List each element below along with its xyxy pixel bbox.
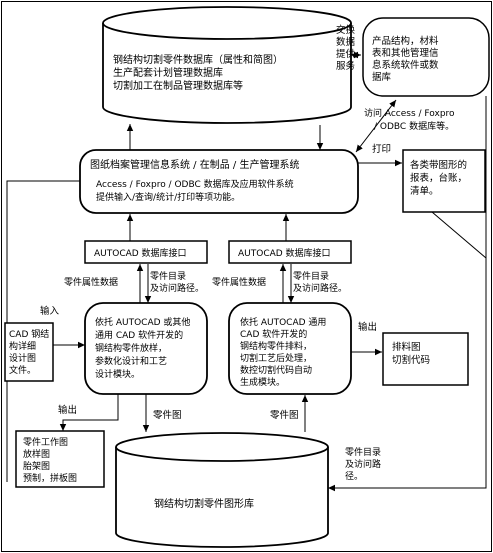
exchange-label-3: 提供 <box>336 48 356 60</box>
nesting-line-2: CAD 软件开发的 <box>240 328 307 340</box>
print-label: 打印 <box>372 143 391 155</box>
lofting-line-1: 依托 AUTOCAD 或其他 <box>95 316 190 328</box>
db-top-line-1: 钢结构切割零件数据库（属性和简图） <box>113 53 283 66</box>
left-part-dir-label-1: 零件目录 <box>150 270 186 282</box>
drawings-line-4: 预制，拼板图 <box>23 472 77 484</box>
reports-line-1: 各类带图形的 <box>410 159 467 171</box>
drawings-line-3: 胎架图 <box>23 460 50 472</box>
exchange-label-1: 交换 <box>336 24 356 36</box>
product-info-node: 产品结构，材料 表和其他管理信 息系统软件或数 据库 <box>362 17 490 97</box>
cad-input-line-1: CAD 钢结 <box>9 328 49 340</box>
input-label: 输入 <box>40 305 60 317</box>
cad-input-node: CAD 钢结 构详细 设计图 文件。 <box>4 322 54 382</box>
db-top-cylinder: 钢结构切割零件数据库（属性和简图） 生产配套计划管理数据库 切割加工在制品管理数… <box>102 6 352 124</box>
autocad-interface-right-label: AUTOCAD 数据库接口 <box>238 247 331 259</box>
cad-input-line-3: 设计图 <box>9 352 36 364</box>
right-output-label: 输出 <box>358 321 377 333</box>
central-line-2: Access / Foxpro / ODBC 数据库及应用软件系统 <box>96 178 294 190</box>
left-part-attr-label: 零件属性数据 <box>64 276 118 288</box>
exchange-label: 交换 数据 提供 服务 <box>336 24 356 72</box>
nesting-line-1: 依托 AUTOCAD 通用 <box>240 316 326 328</box>
lofting-module-node: 依托 AUTOCAD 或其他 通用 CAD 软件开发的 钢结构零件放样， 参数化… <box>84 302 208 395</box>
left-part-dir-label-2: 及访问路径。 <box>150 282 204 294</box>
lofting-line-4: 参数化设计和工艺 <box>95 355 167 367</box>
nesting-line-4: 切割工艺后处理， <box>240 352 312 364</box>
left-output-arrow <box>59 394 119 431</box>
nesting-output-node: 排料图 切割代码 <box>382 332 469 386</box>
bottom-dir-label-3: 径。 <box>345 470 363 482</box>
right-part-dir-label-1: 零件目录 <box>293 270 329 282</box>
autocad-interface-right: AUTOCAD 数据库接口 <box>228 240 352 264</box>
nesting-line-3: 钢结构零件排料， <box>240 340 312 352</box>
exchange-label-2: 数据 <box>336 36 356 48</box>
left-output-label: 输出 <box>58 404 77 416</box>
db-top-line-3: 切割加工在制品管理数据库等 <box>113 79 243 92</box>
nesting-module-node: 依托 AUTOCAD 通用 CAD 软件开发的 钢结构零件排料， 切割工艺后处理… <box>228 302 352 395</box>
lofting-line-2: 通用 CAD 软件开发的 <box>95 329 183 341</box>
reports-node: 各类带图形的 报表，台账， 清单。 <box>402 149 486 213</box>
right-part-dir-label-2: 及访问路径。 <box>293 282 347 294</box>
left-part-drawing-label: 零件图 <box>153 409 182 421</box>
db-bottom-label: 钢结构切割零件图形库 <box>154 497 254 510</box>
db-top-line-2: 生产配套计划管理数据库 <box>113 66 223 79</box>
autocad-interface-left: AUTOCAD 数据库接口 <box>84 240 208 264</box>
product-info-line-3: 息系统软件或数 <box>372 59 439 71</box>
drawings-line-2: 放样图 <box>23 448 50 460</box>
product-info-line-4: 据库 <box>372 71 392 83</box>
right-part-attr-label: 零件属性数据 <box>212 276 266 288</box>
reports-line-2: 报表，台账， <box>410 172 467 184</box>
product-info-line-1: 产品结构，材料 <box>372 35 439 47</box>
product-info-line-2: 表和其他管理信 <box>372 47 439 59</box>
autocad-interface-left-label: AUTOCAD 数据库接口 <box>94 247 187 259</box>
lofting-line-5: 设计模块。 <box>95 368 140 380</box>
cad-input-line-4: 文件。 <box>9 364 36 376</box>
right-part-drawing-label: 零件图 <box>270 409 299 421</box>
bottom-dir-label-1: 零件目录 <box>345 446 381 458</box>
access-label-2: / ODBC 数据库等。 <box>374 120 454 132</box>
reports-line-3: 清单。 <box>410 185 439 197</box>
lofting-line-3: 钢结构零件放样， <box>95 342 167 354</box>
nesting-output-line-1: 排料图 <box>392 341 421 353</box>
central-line-1: 图纸档案管理信息系统 / 在制品 / 生产管理系统 <box>90 158 299 171</box>
exchange-label-4: 服务 <box>336 60 356 72</box>
access-label-1: 访问 Access / Foxpro <box>364 107 455 119</box>
access-arrow <box>355 99 397 153</box>
drawings-output-node: 零件工作图 放样图 胎架图 预制，拼板图 <box>15 430 105 488</box>
db-bottom-cylinder: 钢结构切割零件图形库 <box>115 432 329 548</box>
reports-connector <box>431 211 487 259</box>
bottom-dir-label-2: 及访问路 <box>345 458 381 470</box>
central-line-3: 提供输入/查询/统计/打印等项功能。 <box>96 191 240 203</box>
right-connector <box>328 96 487 492</box>
central-system-node: 图纸档案管理信息系统 / 在制品 / 生产管理系统 Access / Foxpr… <box>79 149 359 214</box>
nesting-line-6: 生成模块。 <box>240 376 285 388</box>
cad-input-line-2: 构详细 <box>9 340 36 352</box>
nesting-output-line-2: 切割代码 <box>392 354 430 366</box>
nesting-line-5: 数控切割代码自动 <box>240 364 312 376</box>
drawings-line-1: 零件工作图 <box>23 436 68 448</box>
